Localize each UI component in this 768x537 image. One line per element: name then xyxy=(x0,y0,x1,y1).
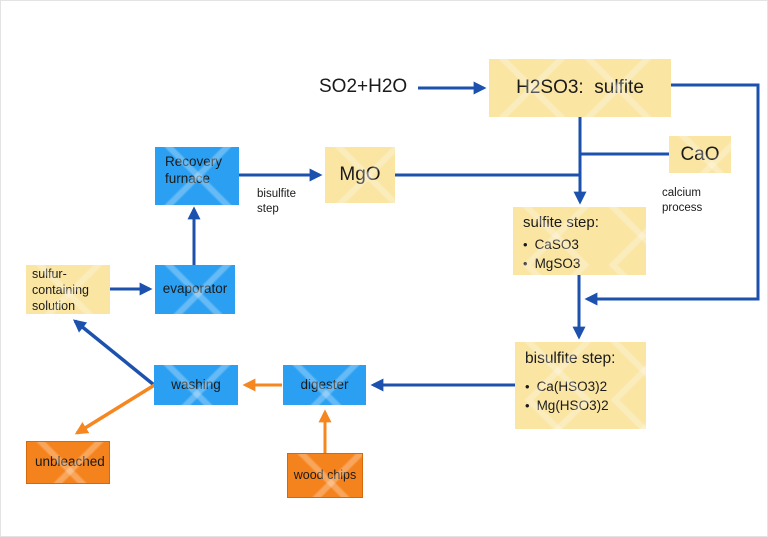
node-unbleached: unbleached xyxy=(26,441,110,484)
bullet-glyph: • xyxy=(525,398,530,414)
list-item: • MgSO3 xyxy=(523,255,580,274)
node-h2so3: H2SO3: sulfite xyxy=(489,59,671,117)
bullet-glyph: • xyxy=(525,379,530,395)
node-bisulfite-step: bisulfite step: • Ca(HSO3)2 • Mg(HSO3)2 xyxy=(515,342,646,429)
arrow-h2so3-bypass-to-bisulfite xyxy=(584,83,760,306)
list-item: • Ca(HSO3)2 xyxy=(525,378,609,397)
sulfite-item-caso3: CaSO3 xyxy=(534,236,579,252)
bullet-glyph: • xyxy=(523,236,528,252)
node-mgo: MgO xyxy=(325,147,395,203)
unbleached-label: unbleached xyxy=(35,454,105,470)
node-washing: washing xyxy=(154,365,238,405)
node-wood-chips: wood chips xyxy=(287,453,363,498)
bisulfite-item-mg: Mg(HSO3)2 xyxy=(536,398,609,414)
node-sulfur-solution: sulfur- containing solution xyxy=(26,265,110,314)
bisulfite-step-title: bisulfite step: xyxy=(525,350,616,367)
node-recovery-furnace: Recovery furnace xyxy=(155,147,239,205)
node-digester: digester xyxy=(283,365,366,405)
label-bisulfite-step-note: bisulfite step xyxy=(257,188,296,215)
node-evaporator: evaporator xyxy=(155,265,235,314)
arrow-washing-to-unbleached xyxy=(74,379,162,435)
sulfite-item-mgso3: MgSO3 xyxy=(534,255,581,271)
label-calcium-process: calcium process xyxy=(662,187,703,214)
h2so3-label: H2SO3: sulfite xyxy=(516,77,644,99)
washing-label: washing xyxy=(171,376,221,392)
list-item: • Mg(HSO3)2 xyxy=(525,397,609,416)
mgo-label: MgO xyxy=(339,164,381,186)
digester-label: digester xyxy=(300,376,349,392)
evaporator-label: evaporator xyxy=(162,281,228,297)
label-so2-h2o: SO2+H2O xyxy=(319,76,408,97)
node-sulfite-step: sulfite step: • CaSO3 • MgSO3 xyxy=(513,207,646,275)
wood-chips-label: wood chips xyxy=(293,467,357,482)
bisulfite-step-items: • Ca(HSO3)2 • Mg(HSO3)2 xyxy=(525,378,609,416)
arrow-washing-to-sulfur-solution xyxy=(72,319,161,391)
cao-label: CaO xyxy=(680,143,720,165)
sulfur-solution-label: sulfur- containing solution xyxy=(32,266,89,313)
node-cao: CaO xyxy=(669,136,731,173)
list-item: • CaSO3 xyxy=(523,236,580,255)
bullet-glyph: • xyxy=(523,255,528,271)
recovery-furnace-label: Recovery furnace xyxy=(165,154,223,186)
sulfite-step-title: sulfite step: xyxy=(523,214,599,231)
bisulfite-item-ca: Ca(HSO3)2 xyxy=(536,379,608,395)
sulfite-step-items: • CaSO3 • MgSO3 xyxy=(523,236,580,274)
